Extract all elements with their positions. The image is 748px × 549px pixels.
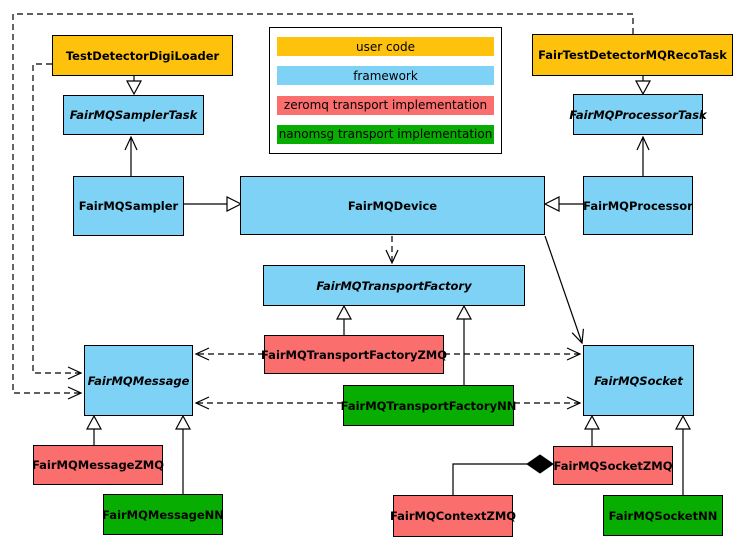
node-label: FairMQProcessor bbox=[583, 198, 693, 213]
node-fairmqprocessortask: FairMQProcessorTask bbox=[569, 94, 707, 135]
node-label: FairMQContextZMQ bbox=[389, 509, 517, 523]
node-fairmqsocketzmq: FairMQSocketZMQ bbox=[553, 446, 673, 485]
node-label: FairMQMessageNN bbox=[102, 507, 224, 522]
node-label: FairMQSamplerTask bbox=[69, 108, 198, 122]
inheritance-testdetectordigiloader-fairmqsamplertask bbox=[125, 76, 143, 96]
inheritance-fairtestdetectormqrecotask-fairmqprocessortask bbox=[634, 76, 652, 96]
inheritance-fairmqsocketnn-fairmqsocket bbox=[674, 414, 692, 495]
legend-item-user-code: user code bbox=[277, 37, 494, 56]
node-fairmqsocketnn: FairMQSocketNN bbox=[603, 495, 723, 536]
legend-label: zeromq transport implementation bbox=[283, 98, 488, 113]
node-fairmqmessagezmq: FairMQMessageZMQ bbox=[31, 445, 165, 485]
node-label: FairMQDevice bbox=[347, 198, 438, 213]
node-label: FairMQSocketNN bbox=[608, 508, 718, 523]
node-label: TestDetectorDigiLoader bbox=[65, 48, 220, 63]
legend-item-zeromq: zeromq transport implementation bbox=[277, 95, 494, 115]
node-label: FairMQSocket bbox=[594, 373, 683, 388]
node-label: FairMQTransportFactoryZMQ bbox=[261, 347, 448, 362]
node-fairmqtransportfactoryzmq: FairMQTransportFactoryZMQ bbox=[261, 335, 448, 374]
node-label: FairMQSocketZMQ bbox=[553, 458, 673, 473]
legend-label: nanomsg transport implementation bbox=[278, 127, 493, 142]
legend: user code framework zeromq transport imp… bbox=[269, 27, 502, 154]
legend-item-framework: framework bbox=[277, 66, 494, 86]
node-label: FairMQTransportFactory bbox=[316, 278, 472, 293]
inheritance-fairmqsocketzmq-fairmqsocket bbox=[583, 414, 601, 446]
node-fairmqtransportfactory: FairMQTransportFactory bbox=[263, 265, 525, 306]
node-label: FairMQProcessorTask bbox=[569, 107, 707, 122]
node-label: FairMQMessage bbox=[87, 373, 190, 388]
node-fairmqtransportfactorynn: FairMQTransportFactoryNN bbox=[340, 385, 517, 426]
legend-label: user code bbox=[356, 39, 415, 54]
inheritance-fairmqmessagezmq-fairmqmessage bbox=[85, 414, 103, 445]
inheritance-fairmqsampler-fairmqdevice bbox=[184, 196, 243, 212]
legend-label: framework bbox=[353, 68, 418, 83]
inheritance-fairmqmessagenn-fairmqmessage bbox=[174, 414, 192, 494]
node-testdetectordigiloader: TestDetectorDigiLoader bbox=[52, 35, 233, 76]
node-label: FairTestDetectorMQRecoTask bbox=[538, 48, 727, 62]
node-label: FairMQMessageZMQ bbox=[31, 458, 165, 472]
legend-item-nanomsg: nanomsg transport implementation bbox=[277, 124, 494, 144]
node-fairmqcontextzmq: FairMQContextZMQ bbox=[389, 495, 517, 537]
node-fairtestdetectormqrecotask: FairTestDetectorMQRecoTask bbox=[532, 34, 733, 76]
composition-fairmqsocketzmq-fairmqcontextzmq bbox=[452, 454, 554, 495]
dependency-fairtestdetectormqrecotask-fairmqmessage bbox=[12, 13, 634, 400]
dependency-testdetectordigiloader-fairmqmessage bbox=[32, 63, 83, 380]
inheritance-fairmqtransportfactoryzmq-fairmqtransportfactory bbox=[335, 304, 353, 335]
node-fairmqmessage: FairMQMessage bbox=[84, 345, 193, 416]
association-fairmqdevice-fairmqsocket bbox=[544, 235, 585, 345]
inheritance-fairmqprocessor-fairmqdevice bbox=[543, 196, 583, 212]
inheritance-fairmqtransportfactorynn-fairmqtransportfactory bbox=[455, 304, 473, 385]
node-fairmqsamplertask: FairMQSamplerTask bbox=[63, 95, 204, 135]
node-fairmqdevice: FairMQDevice bbox=[240, 176, 545, 235]
node-fairmqsocket: FairMQSocket bbox=[583, 345, 694, 416]
node-fairmqmessagenn: FairMQMessageNN bbox=[102, 494, 224, 535]
node-fairmqprocessor: FairMQProcessor bbox=[583, 176, 693, 235]
node-label: FairMQSampler bbox=[78, 199, 179, 213]
node-fairmqsampler: FairMQSampler bbox=[73, 176, 184, 236]
node-label: FairMQTransportFactoryNN bbox=[340, 398, 517, 413]
